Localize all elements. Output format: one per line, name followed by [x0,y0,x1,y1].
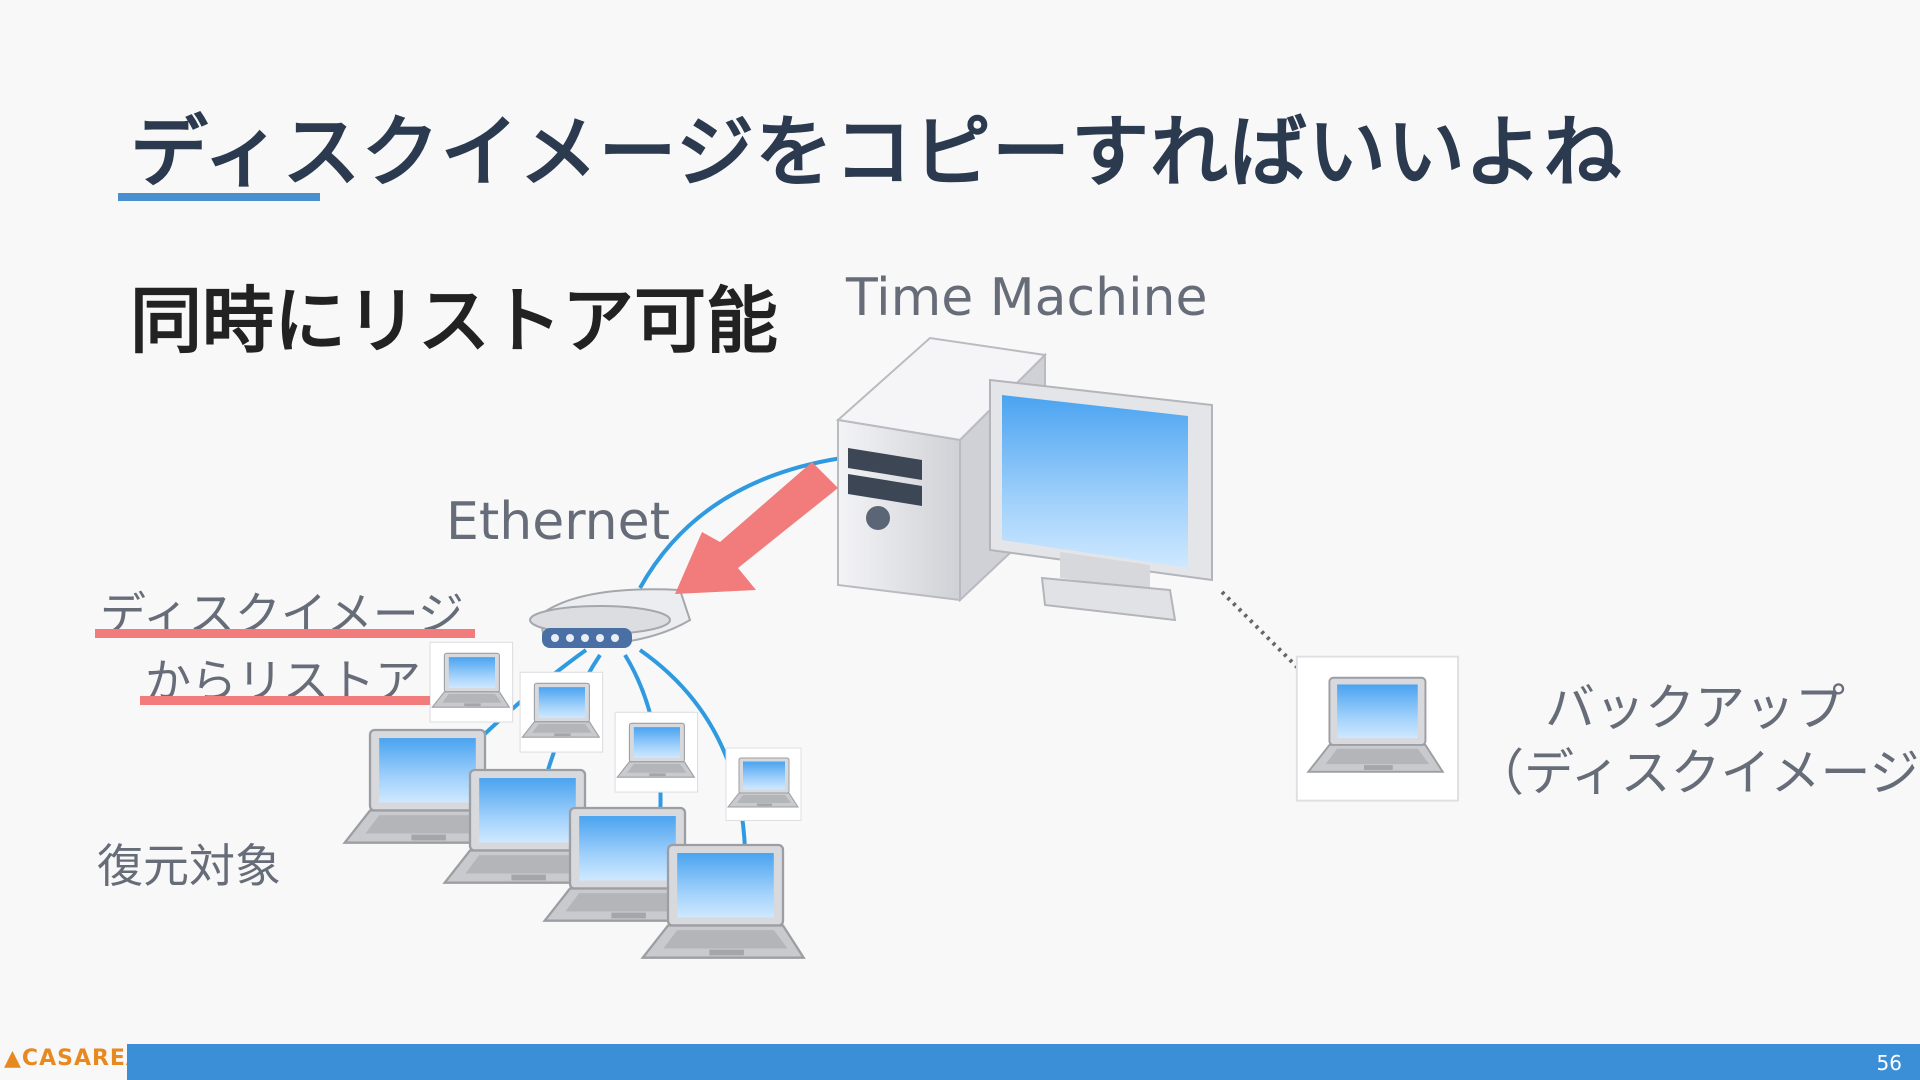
title-underline [118,193,320,201]
laptop-icon [615,712,698,792]
restore-underline-2 [140,696,430,705]
footer-bar [127,1044,1920,1080]
red-arrow-icon [675,462,838,594]
backup-link-dotted [1220,590,1318,688]
restore-target-label: 復元対象 [97,839,281,893]
backup-label-line2: （ディスクイメージ） [1474,744,1920,802]
backup-label-line1: バックアップ [1545,679,1845,737]
desktop-computer-icon [835,336,1213,622]
laptop-icon [520,672,603,752]
restore-underline-1 [95,629,475,638]
ethernet-label: Ethernet [446,492,670,552]
time-machine-label: Time Machine [846,268,1208,328]
logo-mark-icon: ▲ [4,1046,22,1071]
slide-title: ディスクイメージをコピーすればいいよね [130,108,1623,198]
router-icon [529,588,692,648]
laptop-icon [641,843,805,959]
page-number: 56 [1876,1051,1902,1075]
laptop-icon [430,642,512,722]
section-heading: 同時にリストア可能 [130,279,779,363]
laptop-icon [726,748,801,821]
backup-laptop-icon [1295,655,1460,802]
